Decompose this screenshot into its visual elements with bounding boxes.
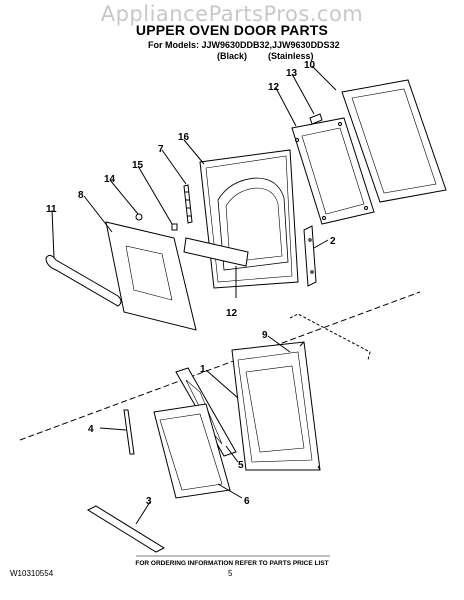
part-10-outer-glass: [341, 79, 447, 203]
callout-1: 1: [200, 364, 206, 375]
callout-11: 11: [46, 204, 57, 215]
watermark: AppliancePartsPros.com: [100, 2, 364, 26]
group-line: [19, 291, 421, 441]
part-14-fastener: [135, 213, 143, 221]
footer-ordering-note: FOR ORDERING INFORMATION REFER TO PARTS …: [135, 560, 329, 567]
page-title: UPPER OVEN DOOR PARTS: [135, 22, 329, 38]
part-7-vent: [183, 184, 193, 224]
page-number: 5: [228, 569, 233, 578]
finish-black: (Black): [217, 51, 248, 61]
callout-8: 8: [78, 190, 84, 201]
part-11-handle: [45, 254, 122, 307]
part-2-bracket: [303, 225, 317, 287]
part-6-inner-frame: [153, 403, 231, 499]
callout-15: 15: [132, 160, 144, 171]
part-3-trim: [86, 505, 166, 553]
callout-10: 10: [304, 60, 316, 71]
callout-6: 6: [244, 496, 250, 507]
finish-stainless: (Stainless): [268, 51, 314, 61]
callout-2: 2: [330, 236, 336, 247]
models-line: For Models: JJW9630DDB32,JJW9630DDS32: [148, 40, 340, 50]
callout-12-upper: 12: [268, 82, 280, 93]
part-8-outer-panel: [105, 221, 197, 331]
callout-5: 5: [238, 460, 244, 471]
callout-7: 7: [158, 144, 164, 155]
callout-13: 13: [286, 68, 298, 79]
callout-9: 9: [262, 330, 268, 341]
part-12-glass-frame: [291, 117, 375, 225]
part-16-door-liner: [199, 149, 299, 289]
callout-14: 14: [104, 174, 116, 185]
document-number: W10310554: [10, 569, 54, 578]
part-4-strip: [123, 409, 135, 455]
callout-3: 3: [146, 496, 152, 507]
part-1-door-frame: [231, 341, 321, 471]
callout-12-lower: 12: [226, 308, 238, 319]
part-15-fastener: [171, 223, 178, 231]
callout-4: 4: [88, 424, 94, 435]
part-13-clip: [309, 113, 323, 125]
part-12-glass-strip: [183, 237, 249, 267]
callout-16: 16: [178, 132, 190, 143]
